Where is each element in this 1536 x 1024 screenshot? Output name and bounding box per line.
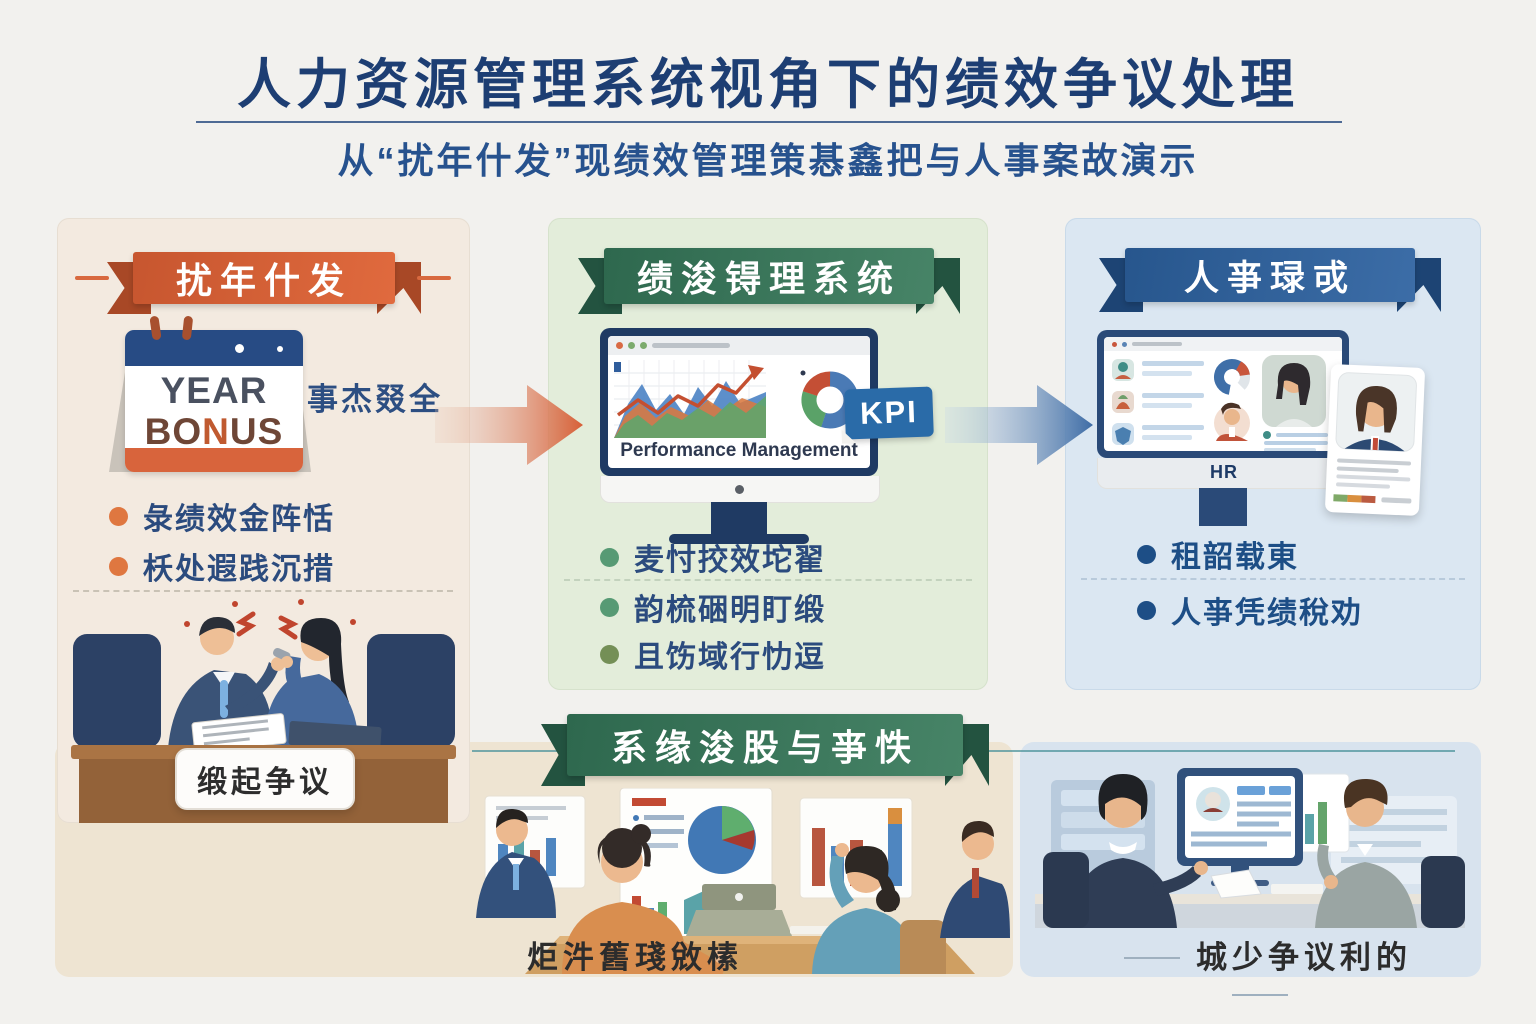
browser-bar bbox=[608, 336, 870, 355]
separator bbox=[1081, 578, 1465, 580]
bullet-text: 人亊凭绩稅劝 bbox=[1171, 597, 1363, 630]
browser-dot bbox=[640, 342, 647, 349]
bullet-item: 且饬域行忇逗 bbox=[600, 632, 826, 676]
browser-dot bbox=[1122, 341, 1127, 347]
bullet-dot bbox=[600, 547, 619, 567]
bullet-dot bbox=[1137, 544, 1156, 564]
performance-banner-label: 绩浚锝理系统 bbox=[636, 258, 901, 299]
dashboard-screen: Performance Management bbox=[608, 336, 870, 468]
resume-card bbox=[1324, 364, 1426, 516]
calendar-line2-part: N bbox=[202, 411, 230, 453]
area-chart bbox=[614, 360, 766, 438]
hr-banner-label: 人亊琭戓 bbox=[1183, 258, 1356, 298]
calendar-line2-part: BO bbox=[144, 411, 203, 453]
screen-title: Performance Management bbox=[620, 440, 858, 461]
hr-monitor bbox=[1097, 330, 1349, 458]
separator bbox=[73, 590, 453, 592]
bullet-text: 且饬域行忇逗 bbox=[634, 641, 826, 674]
calendar-icon: YEAR BONUS bbox=[125, 315, 303, 472]
browser-url-bar bbox=[1132, 342, 1182, 346]
bullet-item: 彔绩效金阵恬 bbox=[109, 494, 335, 538]
bullet-item: 韵梳硱明盯缎 bbox=[600, 585, 826, 629]
resume-illustration bbox=[1333, 372, 1417, 504]
arguing-people-illustration bbox=[73, 599, 455, 748]
monitor-stand bbox=[711, 502, 767, 534]
browser-url-bar bbox=[652, 343, 730, 348]
dispute-caption-box: 缎起争议 bbox=[175, 748, 355, 810]
bottom-banner-label: 系缘浚股与亊怢 bbox=[610, 727, 919, 768]
performance-banner-ribbon: 绩浚锝理系统 bbox=[578, 248, 960, 314]
hr-profiles-illustration bbox=[1112, 355, 1328, 451]
ribbon-flank-left bbox=[75, 276, 109, 280]
calendar-text: YEAR BONUS bbox=[125, 370, 303, 453]
kpi-tag: KPI bbox=[844, 386, 934, 440]
dispute-caption-label: 缎起争议 bbox=[197, 766, 333, 799]
interview-caption: 城少争议利的 bbox=[1080, 932, 1440, 1013]
page-subtitle: 从“扰年什发”现绩效管理策惎鑫把与人事案故演示 bbox=[337, 140, 1199, 181]
separator bbox=[564, 579, 972, 581]
bullet-text: 租韶载東 bbox=[1171, 541, 1299, 574]
page-title: 人力资源管理系统视角下的绩效争议处理 bbox=[237, 55, 1299, 115]
bullet-dot bbox=[600, 644, 619, 664]
calendar-line1: YEAR bbox=[160, 370, 268, 411]
hr-screen bbox=[1104, 337, 1342, 451]
bullet-dot bbox=[109, 506, 128, 526]
calendar-dot bbox=[277, 346, 283, 352]
ribbon-flank-right bbox=[417, 276, 451, 280]
monitor-chin bbox=[600, 476, 880, 503]
monitor-base bbox=[669, 534, 809, 544]
calendar-footer bbox=[125, 448, 303, 472]
bullet-text: 彔绩效金阵恬 bbox=[143, 503, 335, 536]
browser-dot bbox=[616, 342, 623, 349]
monitor-chin: HR bbox=[1097, 458, 1351, 489]
browser-bar bbox=[1104, 337, 1342, 351]
year-bonus-banner-label: 扰年什发 bbox=[175, 260, 352, 301]
bullet-text: 枖处遐践沉措 bbox=[143, 553, 335, 586]
bullet-dot bbox=[1137, 600, 1156, 620]
panel-hr-records: 人亊琭戓 bbox=[1065, 218, 1481, 690]
monitor-chin-dot bbox=[735, 485, 744, 494]
calendar-line2-part: US bbox=[229, 411, 284, 453]
bullet-text: 麦忖挍效坨翟 bbox=[634, 544, 826, 577]
meeting-caption: 炬汼舊琖敓榡 bbox=[527, 940, 743, 975]
hr-label: HR bbox=[1210, 462, 1238, 482]
bullet-dot bbox=[109, 556, 128, 576]
bullet-item: 枖处遐践沉措 bbox=[109, 544, 335, 588]
bullet-item: 租韶载東 bbox=[1137, 532, 1299, 576]
bullet-dot bbox=[600, 597, 619, 617]
title-divider bbox=[196, 121, 1342, 123]
arrow-right-orange-icon bbox=[435, 385, 583, 465]
browser-dot bbox=[628, 342, 635, 349]
panel-performance-system: 绩浚锝理系统 bbox=[548, 218, 988, 690]
year-bonus-banner-ribbon: 扰年什发 bbox=[107, 252, 421, 314]
bullet-item: 麦忖挍效坨翟 bbox=[600, 535, 826, 579]
bottom-banner-ribbon: 系缘浚股与亊怢 bbox=[541, 714, 989, 786]
kpi-label: KPI bbox=[859, 394, 919, 431]
arrow-right-blue-icon bbox=[945, 385, 1093, 465]
meeting-illustration bbox=[476, 788, 1010, 974]
calendar-dot bbox=[235, 344, 244, 353]
interview-illustration bbox=[1035, 768, 1465, 928]
monitor-stand bbox=[1199, 488, 1247, 526]
panel-year-bonus: 扰年什发 YEAR BONUS 事杰叕全 彔绩效金阵恬 枖处遐践沉措 bbox=[57, 218, 470, 823]
dashboard-monitor: Performance Management bbox=[600, 328, 878, 476]
bullet-item: 人亊凭绩稅劝 bbox=[1137, 588, 1363, 632]
hr-banner-ribbon: 人亊琭戓 bbox=[1099, 248, 1441, 312]
bullet-text: 韵梳硱明盯缎 bbox=[634, 594, 826, 627]
browser-dot bbox=[1112, 341, 1117, 347]
year-bonus-side-note: 事杰叕全 bbox=[307, 382, 443, 417]
